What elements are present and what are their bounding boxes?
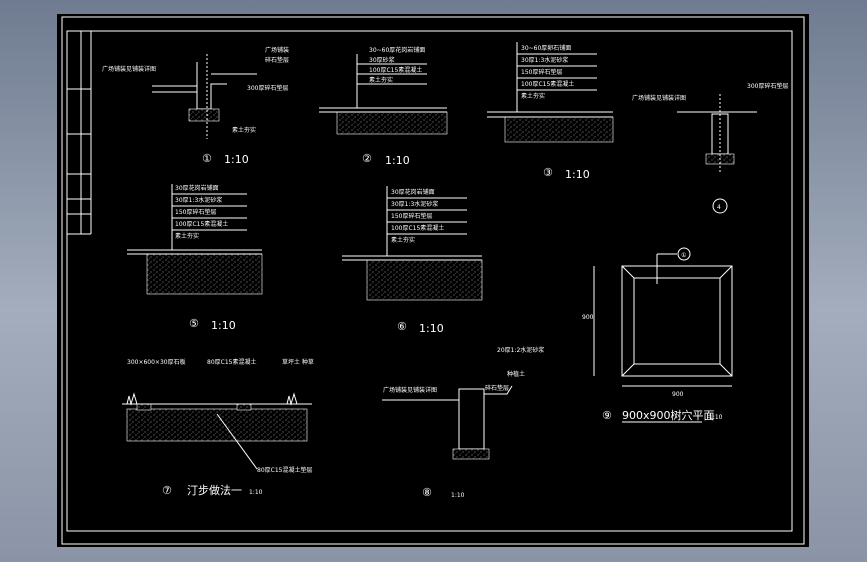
detail-2: 30~60厚花岗岩铺面 30厚砂浆 100厚C15素混凝土 素土夯实 ② 1:1… — [319, 46, 448, 167]
detail-3-note-c: 150厚碎石垫层 — [521, 68, 562, 76]
drawing-sheet: 广场铺装见铺装详图 广场铺装 碎石垫层 300厚碎石垫层 素土夯实 ① 1:10… — [57, 14, 809, 547]
detail-9-scale: 1:10 — [709, 414, 723, 421]
detail-1-scale: 1:10 — [224, 153, 249, 166]
title-strip — [67, 31, 92, 235]
detail-2-note-a: 30~60厚花岗岩铺面 — [369, 46, 425, 54]
detail-9: ① 900 900 ⑨ 900x900树穴平面 1:10 — [582, 247, 733, 423]
detail-4: 广场铺装见铺装详图 300厚碎石垫层 4 — [632, 82, 788, 214]
detail-5: 30厚花岗岩铺面 30厚1:3水泥砂浆 150厚碎石垫层 100厚C15素混凝土… — [127, 184, 263, 332]
detail-7-note-b: 80厚C15素混凝土 — [207, 358, 256, 366]
detail-8-note-b: 种植土 — [507, 370, 525, 378]
detail-5-note-e: 素土夯实 — [175, 232, 199, 240]
detail-7-note-a: 300×600×30厚石板 — [127, 358, 186, 366]
detail-1-number: ① — [202, 152, 212, 165]
detail-3-number: ③ — [543, 166, 553, 179]
detail-1-note-e: 素土夯实 — [232, 126, 256, 134]
detail-5-note-d: 100厚C15素混凝土 — [175, 220, 228, 228]
detail-3: 30~60厚卵石铺面 30厚1:3水泥砂浆 150厚碎石垫层 100厚C15素混… — [487, 42, 614, 181]
detail-6-note-e: 素土夯实 — [391, 236, 415, 244]
detail-1-note-b: 广场铺装 — [265, 46, 289, 54]
detail-6-scale: 1:10 — [419, 322, 444, 335]
detail-5-note-c: 150厚碎石垫层 — [175, 208, 216, 216]
detail-6-note-d: 100厚C15素混凝土 — [391, 224, 444, 232]
detail-7-number: ⑦ — [162, 484, 172, 497]
detail-1-note-c: 碎石垫层 — [265, 56, 289, 64]
detail-1: 广场铺装见铺装详图 广场铺装 碎石垫层 300厚碎石垫层 素土夯实 ① 1:10 — [102, 46, 289, 166]
detail-5-scale: 1:10 — [211, 319, 236, 332]
detail-3-note-a: 30~60厚卵石铺面 — [521, 44, 571, 52]
detail-5-note-b: 30厚1:3水泥砂浆 — [175, 196, 222, 204]
detail-9-number: ⑨ — [602, 409, 612, 422]
detail-2-note-d: 素土夯实 — [369, 76, 393, 84]
detail-8-scale: 1:10 — [451, 492, 465, 499]
inner-border — [66, 30, 793, 532]
outer-border — [61, 16, 805, 545]
detail-3-note-d: 100厚C15素混凝土 — [521, 80, 574, 88]
detail-3-note-e: 素土夯实 — [521, 92, 545, 100]
detail-4-note-a: 广场铺装见铺装详图 — [632, 94, 686, 102]
detail-6: 30厚花岗岩铺面 30厚1:3水泥砂浆 150厚碎石垫层 100厚C15素混凝土… — [342, 186, 483, 335]
detail-1-note-a: 广场铺装见铺装详图 — [102, 65, 156, 73]
detail-2-note-c: 100厚C15素混凝土 — [369, 66, 422, 74]
detail-4-note-b: 300厚碎石垫层 — [747, 82, 788, 90]
detail-9-dim-v: 900 — [582, 314, 594, 321]
detail-3-note-b: 30厚1:3水泥砂浆 — [521, 56, 568, 64]
detail-7-note-d: 80厚C15混凝土垫层 — [257, 466, 312, 474]
detail-6-note-c: 150厚碎石垫层 — [391, 212, 432, 220]
detail-2-scale: 1:10 — [385, 154, 410, 167]
detail-7-note-c: 草坪土 种草 — [282, 358, 314, 366]
detail-8: 20厚1:2水泥砂浆 种植土 广场铺装见铺装详图 碎石垫层 ⑧ 1:10 — [382, 346, 544, 499]
detail-6-number: ⑥ — [397, 320, 407, 333]
detail-9-title: 900x900树穴平面 — [622, 408, 715, 422]
detail-9-dim-h: 900 — [672, 391, 684, 398]
detail-6-note-b: 30厚1:3水泥砂浆 — [391, 200, 438, 208]
detail-7: 300×600×30厚石板 80厚C15素混凝土 草坪土 种草 80厚C15混凝… — [122, 358, 314, 497]
detail-1-note-d: 300厚碎石垫层 — [247, 84, 288, 92]
detail-8-number: ⑧ — [422, 486, 432, 499]
drawing-canvas: 广场铺装见铺装详图 广场铺装 碎石垫层 300厚碎石垫层 素土夯实 ① 1:10… — [61, 16, 805, 545]
detail-6-note-a: 30厚花岗岩铺面 — [391, 188, 435, 196]
detail-5-number: ⑤ — [189, 317, 199, 330]
detail-2-note-b: 30厚砂浆 — [369, 56, 395, 64]
detail-7-title: 汀步做法一 — [187, 483, 242, 497]
detail-5-note-a: 30厚花岗岩铺面 — [175, 184, 219, 192]
detail-3-scale: 1:10 — [565, 168, 590, 181]
detail-8-note-c: 广场铺装见铺装详图 — [383, 386, 437, 394]
detail-9-ref: ① — [681, 252, 686, 259]
detail-8-note-d: 碎石垫层 — [485, 384, 509, 392]
detail-8-note-a: 20厚1:2水泥砂浆 — [497, 346, 544, 354]
detail-2-number: ② — [362, 152, 372, 165]
svg-text:4: 4 — [717, 204, 721, 211]
detail-7-scale: 1:10 — [249, 489, 263, 496]
